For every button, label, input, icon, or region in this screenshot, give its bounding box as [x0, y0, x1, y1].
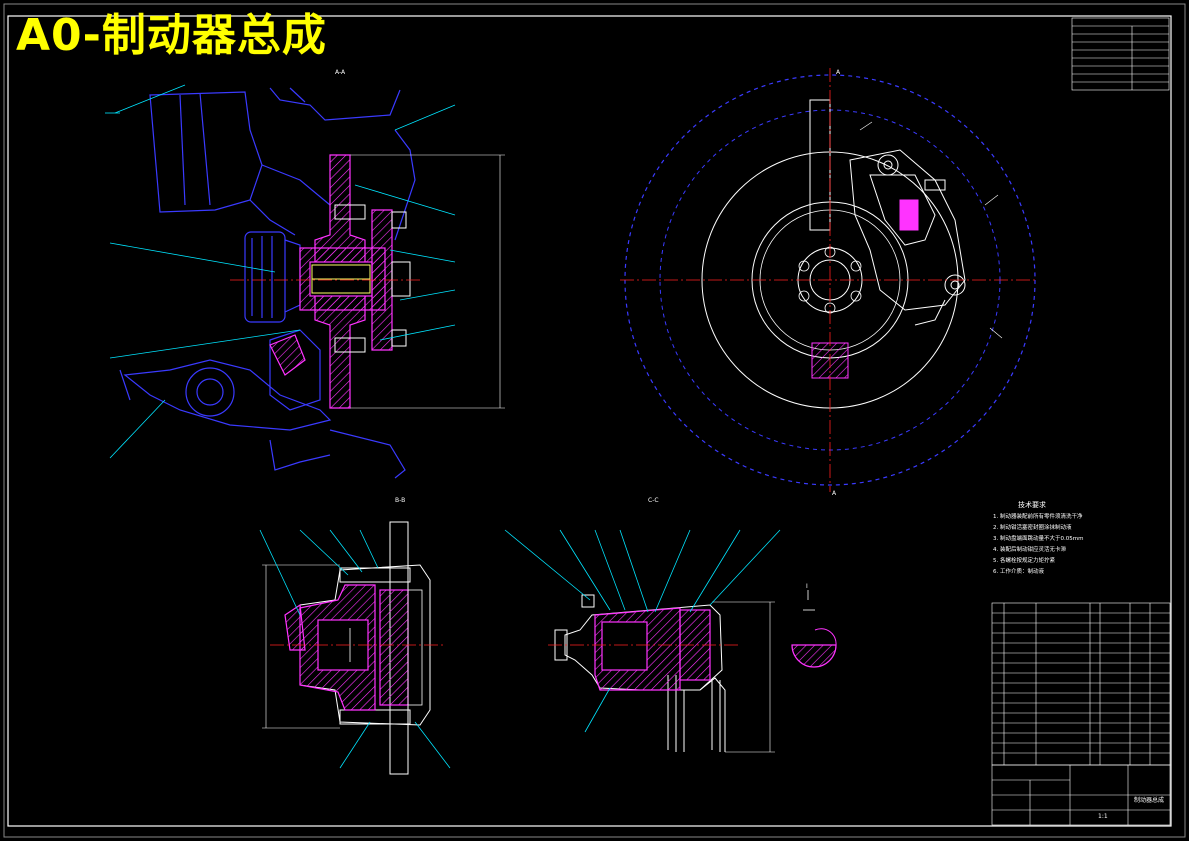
title-block-scale: 1:1	[1098, 813, 1108, 820]
label-detail-view: I	[806, 583, 808, 590]
tech-requirements-heading: 技术要求	[1018, 500, 1046, 509]
label-axis-bottom: A	[832, 490, 837, 497]
label-caliper-view-c: C-C	[648, 497, 659, 504]
front-view	[620, 68, 1036, 492]
tech-requirement-3: 3. 制动盘端面跳动量不大于0.05mm	[993, 534, 1083, 542]
parameter-table	[1071, 17, 1170, 91]
tech-requirement-5: 5. 各螺栓按规定力矩拧紧	[993, 556, 1055, 564]
drawing-frame	[7, 15, 1172, 827]
tech-requirement-4: 4. 装配后制动钳应灵活无卡滞	[993, 545, 1066, 553]
drawing-title: A0-制动器总成	[16, 10, 327, 61]
tech-requirements-block: 技术要求 1. 制动器装配前所有零件须清洗干净 2. 制动钳活塞密封圈涂抹制动液…	[993, 500, 1083, 575]
main-section-view	[105, 84, 505, 479]
label-caliper-view-b: B-B	[395, 497, 405, 504]
title-block	[991, 764, 1171, 826]
detail-view-i	[791, 590, 837, 668]
caliper-section-c	[504, 529, 781, 753]
title-block-drawing-name: 制动器总成	[1134, 796, 1164, 804]
parts-list-table	[991, 602, 1171, 766]
label-axis-top: A	[836, 69, 841, 76]
label-main-view: A-A	[335, 69, 346, 76]
tech-requirement-1: 1. 制动器装配前所有零件须清洗干净	[993, 512, 1083, 520]
outer-border	[3, 3, 1186, 838]
tech-requirement-2: 2. 制动钳活塞密封圈涂抹制动液	[993, 523, 1072, 531]
caliper-section-b	[259, 521, 451, 775]
tech-requirement-6: 6. 工作介质：制动液	[993, 567, 1044, 575]
